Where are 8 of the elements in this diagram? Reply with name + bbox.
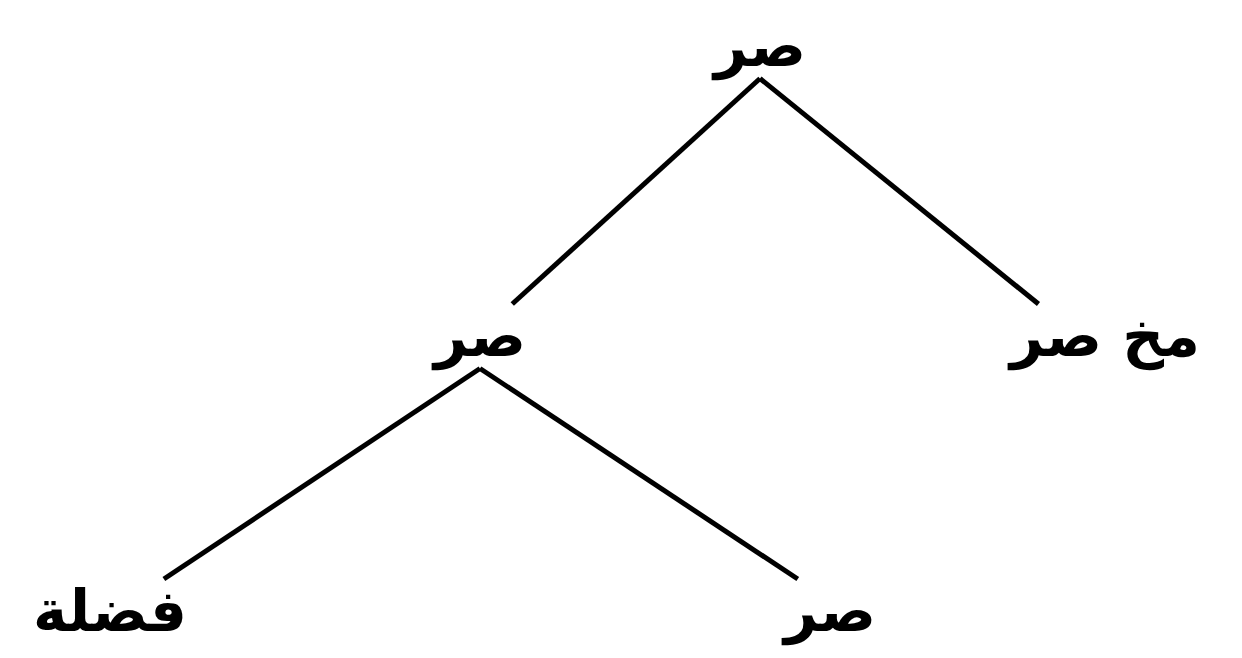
tree-label: صر — [783, 575, 877, 648]
connector-line — [162, 366, 482, 582]
connector-line — [758, 76, 1041, 306]
connector-line — [478, 366, 800, 582]
tree-label: صر — [713, 10, 807, 83]
tree-label: فضلة — [33, 575, 187, 648]
connector-line — [510, 76, 762, 306]
tree-label: صر — [433, 300, 527, 373]
